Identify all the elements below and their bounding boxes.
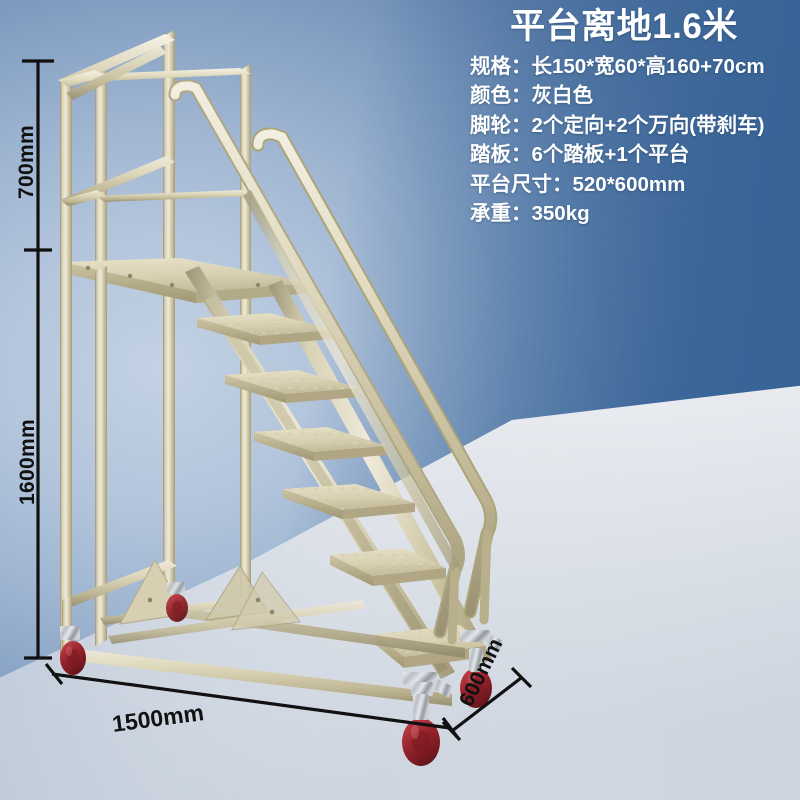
dim-line-length bbox=[51, 672, 451, 730]
stair-midrails bbox=[243, 190, 460, 571]
spec-line-load-capacity: 承重：350kg bbox=[470, 202, 590, 226]
tread-5 bbox=[330, 548, 446, 586]
tread-4 bbox=[283, 484, 415, 519]
lower-left-frame bbox=[60, 256, 107, 656]
spec-line-platform-size: 平台尺寸：520*600mm bbox=[470, 172, 686, 196]
spec-line-treads: 踏板：6个踏板+1个平台 bbox=[470, 143, 690, 167]
tread-1 bbox=[197, 313, 333, 345]
guardrail-cage bbox=[58, 34, 251, 206]
dim-tick-width-left bbox=[441, 720, 462, 742]
dim-tick-width-right bbox=[510, 666, 533, 689]
caster-right-rear-swivel-brake bbox=[460, 630, 503, 708]
caster-rear-right-fixed bbox=[166, 582, 188, 622]
specification-panel: 平台离地1.6米 规格：长150*宽60*高160+70cm 颜色：灰白色 脚轮… bbox=[452, 6, 796, 225]
tread-3 bbox=[254, 427, 387, 461]
dimension-label-guardrail-height: 700mm bbox=[15, 125, 38, 199]
spec-line-color: 颜色：灰白色 bbox=[470, 84, 593, 108]
caster-front-right-swivel-brake bbox=[402, 672, 452, 766]
dimension-label-platform-height: 1600mm bbox=[16, 419, 39, 505]
dim-tick-length-left bbox=[44, 663, 64, 685]
dim-line-width bbox=[451, 676, 522, 733]
tread-2 bbox=[225, 370, 359, 403]
spec-line-size: 规格：长150*宽60*高160+70cm bbox=[470, 54, 765, 78]
product-title: 平台离地1.6米 bbox=[510, 7, 738, 46]
base-frame bbox=[62, 558, 465, 706]
spec-line-casters: 脚轮：2个定向+2个万向(带刹车) bbox=[470, 113, 765, 137]
caster-rear-left-fixed bbox=[60, 626, 86, 675]
